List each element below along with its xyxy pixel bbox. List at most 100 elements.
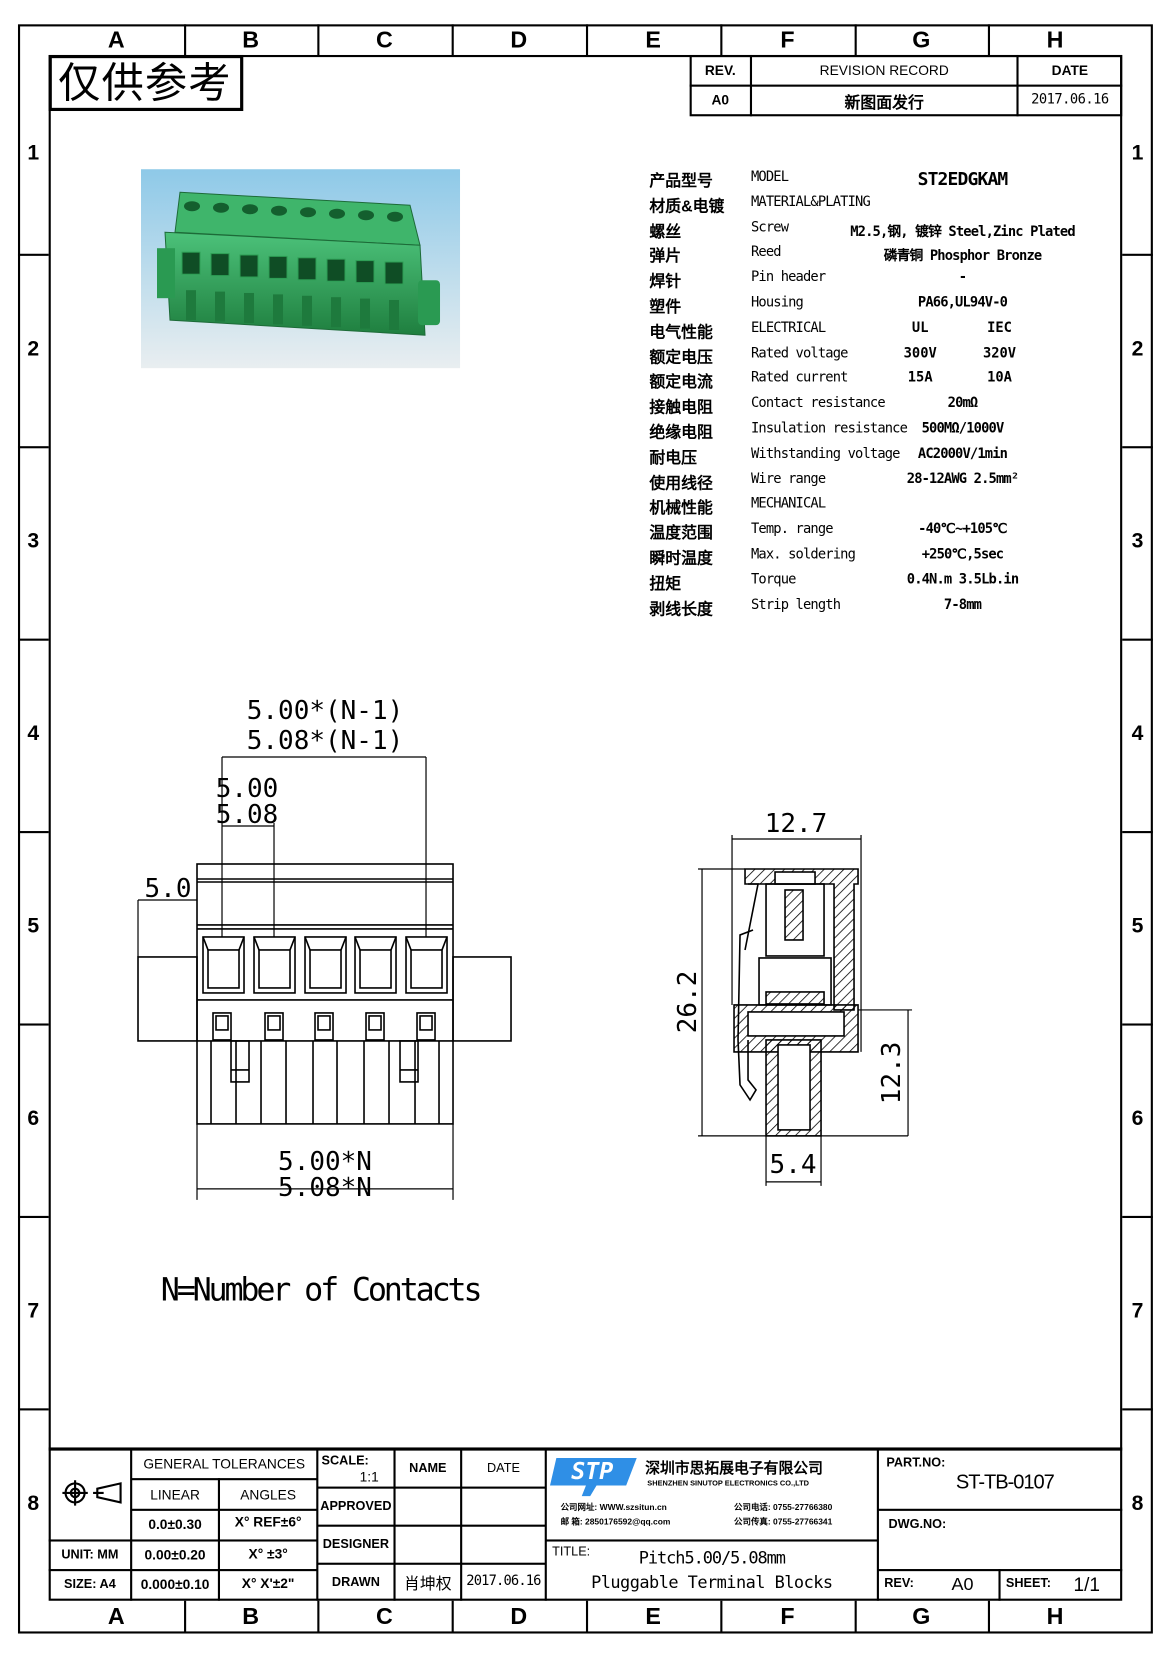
grid-column-label: H: [1046, 1602, 1064, 1630]
grid-column-label: A: [107, 26, 125, 53]
grid-divider: [17, 831, 49, 834]
spec-value: 0.4N.m 3.5Lb.in: [906, 571, 1019, 588]
spec-value: -40℃~+105℃: [918, 521, 1008, 538]
spec-label-cn: 耐电压: [649, 449, 698, 468]
spec-label-cn: 剥线长度: [649, 600, 713, 619]
rev-label: REV:: [884, 1575, 914, 1591]
name-header: NAME: [409, 1460, 447, 1475]
stamp-text: 仅供参考: [58, 60, 232, 107]
grid-row-label: 4: [1131, 722, 1144, 746]
projection-symbol-icon: [62, 1480, 122, 1506]
dim-total-pitch-508: 5.08*(N-1): [247, 726, 403, 756]
grid-divider: [17, 1215, 49, 1219]
grid-column-label: D: [510, 1602, 528, 1630]
spec-label-cn: 使用线径: [649, 474, 713, 493]
wire-hole: [268, 255, 288, 279]
spec-label-cn: 瞬时温度: [649, 549, 713, 568]
reference-only-stamp: 仅供参考: [48, 54, 244, 112]
revision-date-value: 2017.06.16: [1031, 91, 1109, 108]
grid-divider: [17, 1023, 49, 1026]
tolerance-linear-1: 0.0±0.30: [148, 1516, 202, 1533]
drawn-label: DRAWN: [331, 1574, 380, 1590]
wire-entry-window: [202, 936, 245, 994]
company-logo: STP: [550, 1458, 637, 1497]
grid-column-label: E: [645, 1602, 661, 1630]
grid-row-label: 2: [27, 337, 40, 361]
spec-value-iec: 320V: [982, 345, 1017, 362]
grid-divider: [1122, 1215, 1153, 1219]
spec-label-en: Torque: [750, 571, 796, 588]
grid-divider: [1122, 446, 1153, 449]
rev-value-block: A0: [951, 1574, 974, 1595]
spec-value: 28-12AWG 2.5mm²: [906, 471, 1019, 487]
spec-label-en: Contact resistance: [750, 395, 886, 412]
grid-divider: [451, 1600, 454, 1633]
spec-value: -: [958, 269, 967, 286]
screw-hole: [242, 204, 259, 215]
screw-slot: [212, 1012, 232, 1041]
contacts-note: N=Number of Contacts: [160, 1271, 483, 1309]
scale-label: SCALE:: [321, 1452, 369, 1468]
wire-hole: [326, 258, 346, 282]
grid-column-label: A: [107, 1602, 125, 1630]
company-website: 公司网址: WWW.szsitun.cn: [560, 1502, 667, 1512]
screw-slot: [365, 1012, 385, 1041]
grid-row-label: 7: [1131, 1299, 1144, 1323]
grid-row-label: 8: [1131, 1491, 1144, 1516]
dim-lower-height: 12.3: [877, 1042, 907, 1105]
grid-divider: [184, 1600, 187, 1633]
linear-label: LINEAR: [150, 1486, 200, 1503]
dim-pitch-508: 5.08: [216, 800, 279, 830]
revision-record-header: REVISION RECORD: [819, 62, 949, 79]
grid-column-label: D: [510, 26, 528, 53]
screw-hole: [387, 211, 404, 222]
spec-value-ul: 15A: [907, 370, 933, 387]
wire-entry-window: [304, 936, 347, 994]
grid-divider: [585, 1600, 589, 1633]
spec-label-en: Strip length: [750, 596, 841, 613]
scale-value: 1:1: [359, 1468, 379, 1485]
grid-row-label: 1: [27, 141, 40, 165]
tolerance-angle-3: X° X'±2": [241, 1575, 295, 1592]
spec-value: M2.5,钢, 镀锌 Steel,Zinc Plated: [850, 223, 1075, 240]
spec-label-en: Rated voltage: [750, 345, 848, 362]
angles-label: ANGLES: [240, 1486, 297, 1503]
grid-row-label: 3: [1131, 529, 1144, 553]
dim-total-pitch-500: 5.00*(N-1): [247, 696, 403, 726]
screw-slot: [416, 1012, 436, 1041]
pin-slot: [360, 298, 371, 329]
grid-divider: [987, 24, 991, 57]
grid-row-label: 3: [27, 529, 40, 553]
date-column-header: DATE: [487, 1460, 520, 1475]
rev-header: REV.: [704, 62, 736, 79]
pin-slot: [186, 290, 197, 321]
title-line-2: Pluggable Terminal Blocks: [591, 1572, 833, 1593]
spec-label-cn: 电气性能: [649, 323, 713, 342]
spec-label-cn: 焊针: [649, 272, 682, 291]
front-view: [137, 756, 512, 1200]
spec-value: AC2000V/1min: [917, 445, 1008, 462]
spec-value: 20mΩ: [947, 395, 979, 412]
dim-flange: 5.0: [145, 874, 192, 904]
dim-width-508: 5.08*N: [278, 1173, 372, 1203]
grid-divider: [17, 1408, 49, 1411]
dim-pin-width: 5.4: [770, 1150, 817, 1180]
grid-column-label: G: [912, 26, 931, 53]
spec-label-en: Rated current: [750, 370, 848, 387]
grid-row-label: 4: [27, 722, 40, 746]
general-tolerances-label: GENERAL TOLERANCES: [143, 1455, 306, 1472]
grid-divider: [987, 1600, 991, 1633]
tolerance-linear-3: 0.000±0.10: [140, 1576, 210, 1593]
